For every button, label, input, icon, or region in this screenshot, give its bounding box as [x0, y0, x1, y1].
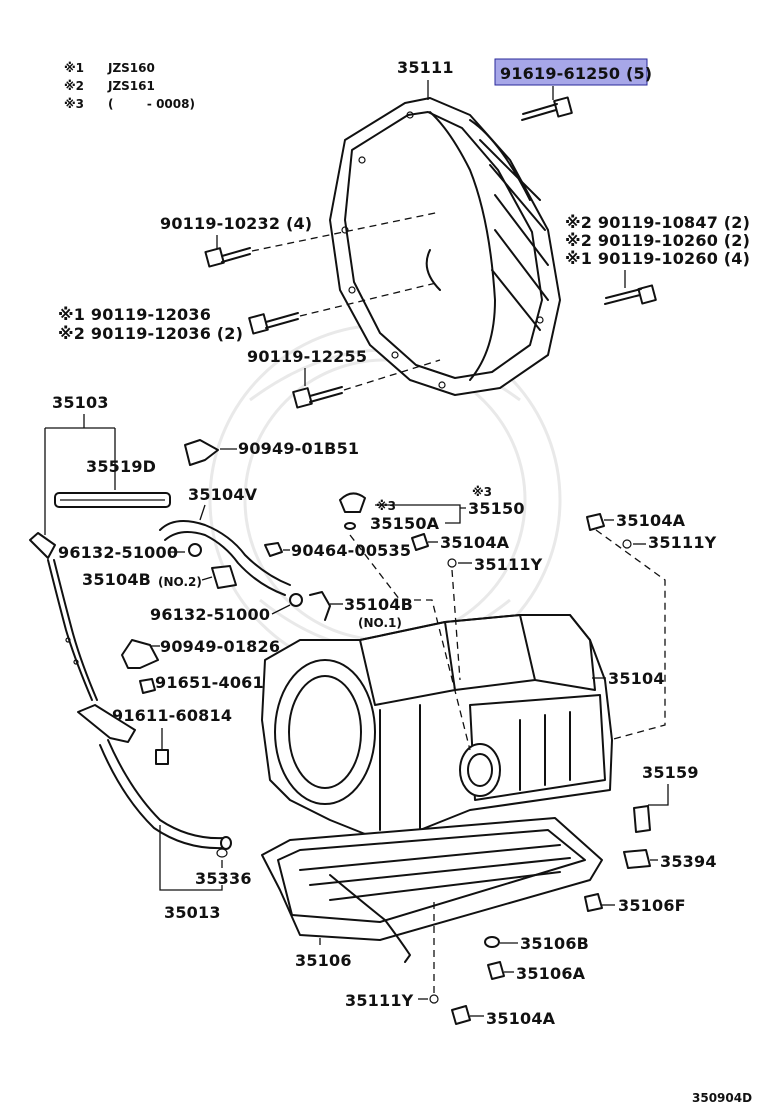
label-90119-10260-n2: ※2 90119-10260 (2): [565, 231, 750, 250]
label-91651-40610: 91651-40610: [155, 673, 275, 692]
label-35013: 35013: [164, 903, 221, 922]
legend: ※1 JZS160 ※2 JZS161 ※3 ( - 0008): [64, 61, 195, 111]
magnet-icon: [623, 849, 651, 869]
sensor-icon: [339, 492, 366, 513]
label-35150: 35150: [468, 499, 525, 518]
label-35104A-bottom: 35104A: [486, 1009, 556, 1028]
label-90119-12036-n1: ※1 90119-12036: [58, 305, 211, 324]
breather-hose: [159, 520, 291, 596]
legend-text-3: ( - 0008): [108, 97, 195, 111]
o-ring-icon: [216, 848, 228, 858]
o-ring-icon: [429, 994, 439, 1004]
bolt-icon: [584, 893, 603, 912]
note-3b: ※3: [376, 499, 396, 513]
label-35104B-no2: 35104B: [82, 570, 151, 589]
note-no1: (NO.1): [358, 616, 402, 630]
clip-icon: [188, 543, 202, 557]
note-3a: ※3: [472, 485, 492, 499]
label-35111: 35111: [397, 58, 454, 77]
bolt-icon: [139, 678, 156, 694]
label-35104A-right: 35104A: [616, 511, 686, 530]
legend-mark-2: ※2: [64, 79, 84, 93]
dipstick-tube: [54, 492, 171, 508]
bolt-icon: [155, 749, 169, 765]
bolt-icon: [487, 961, 505, 980]
highlighted-part-label[interactable]: 91619-61250 (5): [500, 64, 652, 83]
bolt-icon: [411, 533, 429, 551]
label-90464-00535: 90464-00535: [291, 541, 411, 560]
label-35106A: 35106A: [516, 964, 586, 983]
label-35159: 35159: [642, 763, 699, 782]
label-35104: 35104: [608, 669, 665, 688]
label-35104A-c: 35104A: [440, 533, 510, 552]
bolt-icon: [604, 284, 657, 305]
connector-icon: [211, 565, 237, 589]
label-96132-51000-b: 96132-51000: [150, 605, 270, 624]
bracket-icon: [121, 639, 159, 669]
connector-icon: [309, 591, 331, 621]
legend-text-1: JZS160: [107, 61, 155, 75]
sensor-icon: [633, 805, 651, 833]
label-91611-60814: 91611-60814: [112, 706, 232, 725]
o-ring-icon: [447, 558, 457, 568]
legend-mark-3: ※3: [64, 97, 84, 111]
bolt-icon: [451, 1005, 471, 1025]
label-35106B: 35106B: [520, 934, 589, 953]
bolt-icon: [292, 386, 343, 409]
label-90119-12255: 90119-12255: [247, 347, 367, 366]
filler-tube: [77, 704, 232, 850]
dipstick: [29, 532, 98, 701]
label-35150A: 35150A: [370, 514, 440, 533]
label-90949-01B51: 90949-01B51: [238, 439, 359, 458]
bolt-icon: [204, 247, 251, 268]
o-ring-icon: [622, 539, 632, 549]
label-96132-51000-a: 96132-51000: [58, 543, 178, 562]
clip-icon: [289, 593, 303, 607]
label-35394: 35394: [660, 852, 717, 871]
label-90119-10847: ※2 90119-10847 (2): [565, 213, 750, 232]
label-35111Y-mid: 35111Y: [474, 555, 543, 574]
legend-mark-1: ※1: [64, 61, 84, 75]
clip-icon: [184, 439, 219, 466]
label-90949-01826: 90949-01826: [160, 637, 280, 656]
label-35111Y-bottom: 35111Y: [345, 991, 414, 1010]
highlight-box: [494, 58, 648, 86]
transmission-case: [261, 614, 613, 841]
label-35111Y-right: 35111Y: [648, 533, 717, 552]
label-90119-12036-n2: ※2 90119-12036 (2): [58, 324, 243, 343]
washer-icon: [484, 936, 500, 948]
label-35519D: 35519D: [86, 457, 156, 476]
note-no2: (NO.2): [158, 575, 202, 589]
diagram-code: 350904D: [692, 1091, 752, 1105]
oil-pan: [261, 817, 603, 963]
label-35336: 35336: [195, 869, 252, 888]
label-35106F: 35106F: [618, 896, 686, 915]
plug-icon: [264, 542, 283, 557]
legend-text-2: JZS161: [107, 79, 155, 93]
label-35104V: 35104V: [188, 485, 258, 504]
label-90119-10232: 90119-10232 (4): [160, 214, 312, 233]
bolt-icon: [521, 96, 573, 121]
washer-icon: [344, 522, 356, 530]
label-35103: 35103: [52, 393, 109, 412]
label-35106: 35106: [295, 951, 352, 970]
bell-housing: [329, 97, 561, 396]
label-90119-10260-n1: ※1 90119-10260 (4): [565, 249, 750, 268]
label-35104B-no1: 35104B: [344, 595, 413, 614]
bolt-icon: [586, 513, 605, 531]
bolt-icon: [248, 312, 299, 335]
